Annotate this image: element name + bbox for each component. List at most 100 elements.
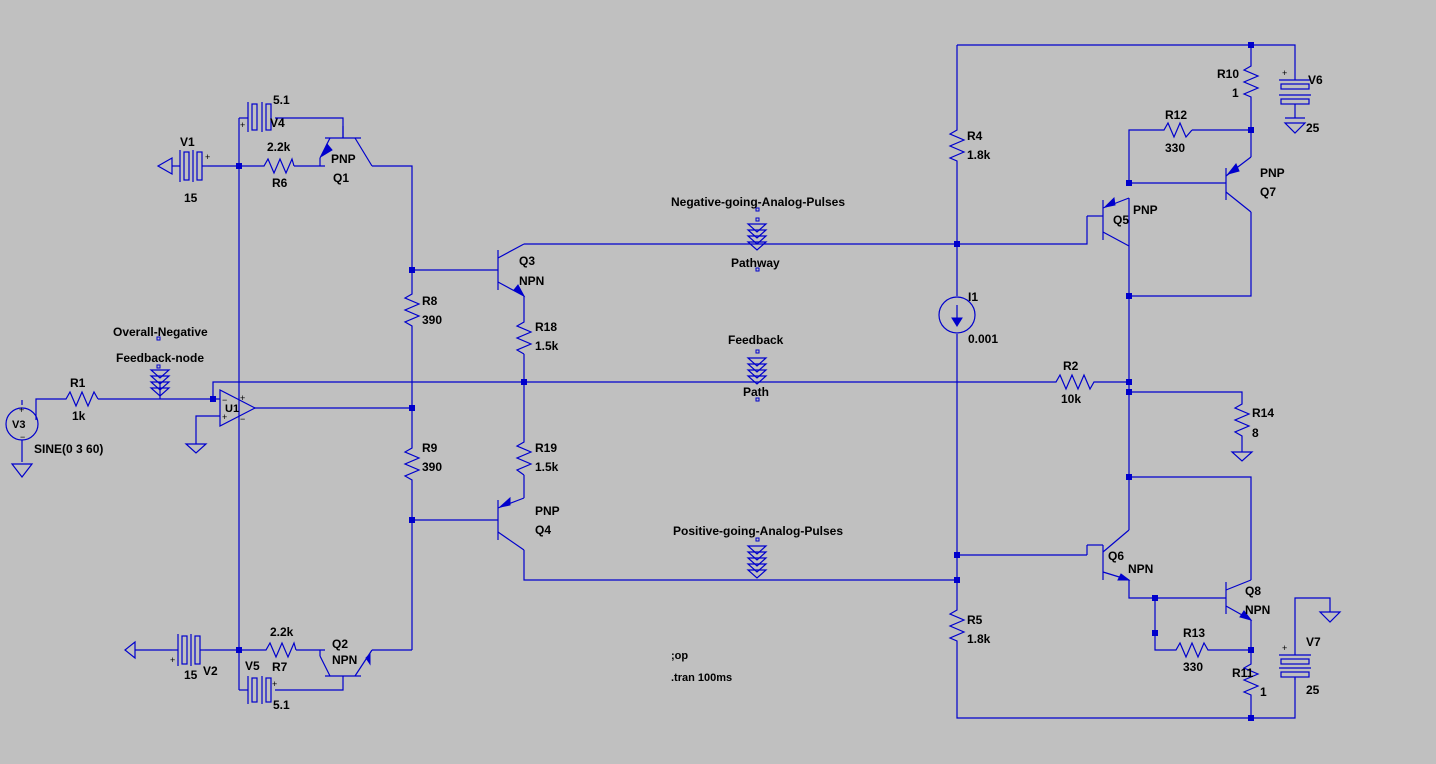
U1-noninverting-pin: + [222, 412, 227, 422]
Q3-name: Q3 [519, 254, 535, 268]
label-positive-going-analog-pulses: Positive-going-Analog-Pulses [673, 524, 843, 538]
current-source-I1[interactable]: I1 0.001 [938, 290, 998, 346]
V4-plus-sign: + [240, 120, 245, 130]
R19-name: R19 [535, 441, 557, 455]
junction-dots [210, 42, 1254, 721]
Q8-name: Q8 [1245, 584, 1261, 598]
voltage-source-V3[interactable]: V3 + − SINE(0 3 60) [5, 405, 103, 456]
resistor-R12[interactable]: R12 330 [1160, 108, 1193, 155]
V1-name: V1 [180, 135, 195, 149]
transistor-Q8[interactable]: Q8 NPN [1225, 579, 1270, 621]
wires [21, 44, 1331, 719]
resistor-R18[interactable]: R18 1.5k [515, 318, 559, 355]
R5-value: 1.8k [967, 632, 991, 646]
Q6-type: NPN [1128, 562, 1153, 576]
R11-value: 1 [1260, 685, 1267, 699]
V4-value: 5.1 [273, 93, 290, 107]
R9-value: 390 [422, 460, 442, 474]
R12-name: R12 [1165, 108, 1187, 122]
resistor-R6[interactable]: 2.2k R6 [260, 140, 295, 190]
label-pathway: Pathway [731, 256, 780, 270]
R8-value: 390 [422, 313, 442, 327]
voltage-source-V6[interactable]: + V6 25 [1279, 66, 1323, 135]
resistor-R2[interactable]: R2 10k [1048, 359, 1100, 406]
ground-icon [10, 117, 1342, 660]
voltage-source-V7[interactable]: + V7 25 [1279, 635, 1321, 697]
resistor-R7[interactable]: 2.2k R7 [262, 625, 297, 674]
V5-name: V5 [245, 659, 260, 673]
resistor-R11[interactable]: R11 1 [1232, 655, 1267, 700]
V5-plus-sign: + [272, 679, 277, 689]
label-negative-going-analog-pulses: Negative-going-Analog-Pulses [671, 195, 845, 209]
resistor-R5[interactable]: R5 1.8k [948, 604, 991, 646]
U1-name: U1 [225, 403, 239, 415]
R4-value: 1.8k [967, 148, 991, 162]
directive-tran[interactable]: .tran 100ms [671, 672, 732, 684]
V1-plus-sign: + [205, 152, 210, 162]
resistor-R4[interactable]: R4 1.8k [948, 127, 991, 163]
Q1-type: PNP [331, 152, 356, 166]
R2-value: 10k [1061, 392, 1081, 406]
R14-name: R14 [1252, 406, 1274, 420]
V6-value: 25 [1306, 121, 1320, 135]
directive-op[interactable]: ;op [671, 650, 688, 662]
R6-name: R6 [272, 176, 288, 190]
Q3-type: NPN [519, 274, 544, 288]
resistor-R1[interactable]: R1 1k [62, 376, 99, 423]
Q6-name: Q6 [1108, 549, 1124, 563]
label-feedback: Feedback [728, 333, 784, 347]
R18-name: R18 [535, 320, 557, 334]
R5-name: R5 [967, 613, 983, 627]
R9-name: R9 [422, 441, 438, 455]
opamp-U1[interactable]: U1 + − − + [219, 389, 257, 427]
Q1-name: Q1 [333, 171, 349, 185]
voltage-source-V2[interactable]: + 15 V2 [170, 634, 218, 682]
V3-plus-sign: + [19, 405, 24, 415]
Q7-name: Q7 [1260, 185, 1276, 199]
U1-vcc-pin: + [240, 393, 245, 403]
voltage-source-V4[interactable]: + 5.1 V4 [240, 93, 290, 132]
resistor-R13[interactable]: R13 330 [1170, 626, 1211, 674]
transistor-Q5[interactable]: Q5 PNP [1087, 196, 1158, 247]
label-overall-negative: Overall-Negative [113, 325, 208, 339]
transistor-Q2[interactable]: Q2 NPN [319, 637, 373, 677]
resistor-R19[interactable]: R19 1.5k [515, 438, 559, 476]
R10-name: R10 [1217, 67, 1239, 81]
R12-value: 330 [1165, 141, 1185, 155]
net-flag-icon [149, 207, 768, 579]
transistor-Q1[interactable]: PNP Q1 [319, 126, 373, 185]
transistor-Q3[interactable]: Q3 NPN [497, 243, 544, 298]
Q4-name: Q4 [535, 523, 551, 537]
V2-value: 15 [184, 668, 198, 682]
U1-inverting-pin: − [222, 395, 227, 405]
V2-name: V2 [203, 664, 218, 678]
resistor-R8[interactable]: R8 390 [403, 290, 442, 330]
resistor-R10[interactable]: R10 1 [1217, 60, 1260, 101]
R8-name: R8 [422, 294, 438, 308]
R11-name: R11 [1232, 666, 1254, 680]
Q5-type: PNP [1133, 203, 1158, 217]
U1-vee-pin: − [240, 414, 245, 424]
voltage-source-V1[interactable]: + V1 15 [175, 135, 210, 205]
R14-value: 8 [1252, 426, 1259, 440]
R13-name: R13 [1183, 626, 1205, 640]
V7-value: 25 [1306, 683, 1320, 697]
resistor-R14[interactable]: R14 8 [1233, 398, 1274, 440]
Q8-type: NPN [1245, 603, 1270, 617]
label-feedback-node: Feedback-node [116, 351, 204, 365]
label-path: Path [743, 385, 769, 399]
Q5-name: Q5 [1113, 213, 1129, 227]
V5-value: 5.1 [273, 698, 290, 712]
Q4-type: PNP [535, 504, 560, 518]
resistor-R9[interactable]: R9 390 [403, 441, 442, 485]
R4-name: R4 [967, 129, 983, 143]
Q2-name: Q2 [332, 637, 348, 651]
V6-name: V6 [1308, 73, 1323, 87]
voltage-source-V5[interactable]: + V5 5.1 [245, 659, 290, 712]
transistor-Q6[interactable]: Q6 NPN [1087, 529, 1153, 581]
Q7-type: PNP [1260, 166, 1285, 180]
transistor-Q7[interactable]: PNP Q7 [1225, 156, 1285, 213]
transistor-Q4[interactable]: PNP Q4 [497, 496, 560, 551]
I1-value: 0.001 [968, 332, 998, 346]
V3-minus-sign: − [20, 432, 25, 442]
